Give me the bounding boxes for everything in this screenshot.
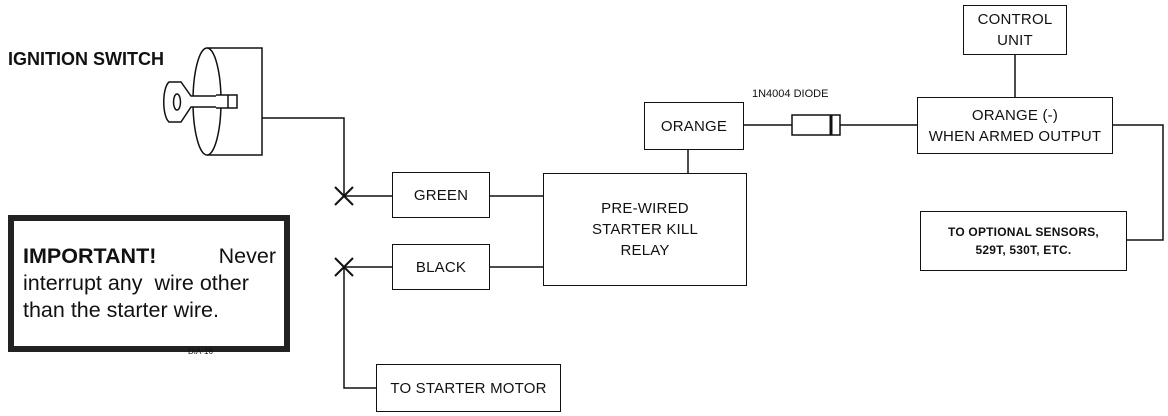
ignition-switch-title: IGNITION SWITCH bbox=[8, 49, 164, 69]
cut-marker-green bbox=[334, 186, 354, 206]
sensors-wire bbox=[1113, 124, 1164, 241]
starter-motor-box: TO STARTER MOTOR bbox=[376, 364, 561, 412]
notice-line-2: interrupt any wire other bbox=[23, 271, 249, 295]
orange-output-box: ORANGE (-) WHEN ARMED OUTPUT bbox=[917, 97, 1113, 154]
notice-line-1: IMPORTANT! Never bbox=[23, 243, 276, 270]
diagram-code: DIA-16 bbox=[188, 347, 213, 356]
orange-wire-box: ORANGE bbox=[644, 102, 744, 150]
cut-marker-black bbox=[334, 257, 354, 277]
diode-symbol bbox=[791, 114, 841, 136]
relay-box: PRE-WIRED STARTER KILL RELAY bbox=[543, 173, 747, 286]
starter-motor-wire bbox=[343, 267, 376, 389]
notice-heading: IMPORTANT! bbox=[23, 244, 157, 268]
ignition-wire bbox=[262, 117, 345, 196]
diode-label: 1N4004 DIODE bbox=[752, 88, 829, 100]
black-wire-box: BLACK bbox=[392, 244, 490, 290]
notice-word: Never bbox=[218, 244, 276, 268]
ignition-switch-icon bbox=[163, 47, 263, 156]
control-unit-box: CONTROL UNIT bbox=[963, 5, 1067, 55]
notice-line-3: than the starter wire. bbox=[23, 298, 219, 322]
important-notice: IMPORTANT! Never interrupt any wire othe… bbox=[8, 215, 290, 352]
green-wire-box: GREEN bbox=[392, 172, 490, 218]
optional-sensors-box: TO OPTIONAL SENSORS, 529T, 530T, ETC. bbox=[920, 211, 1127, 271]
